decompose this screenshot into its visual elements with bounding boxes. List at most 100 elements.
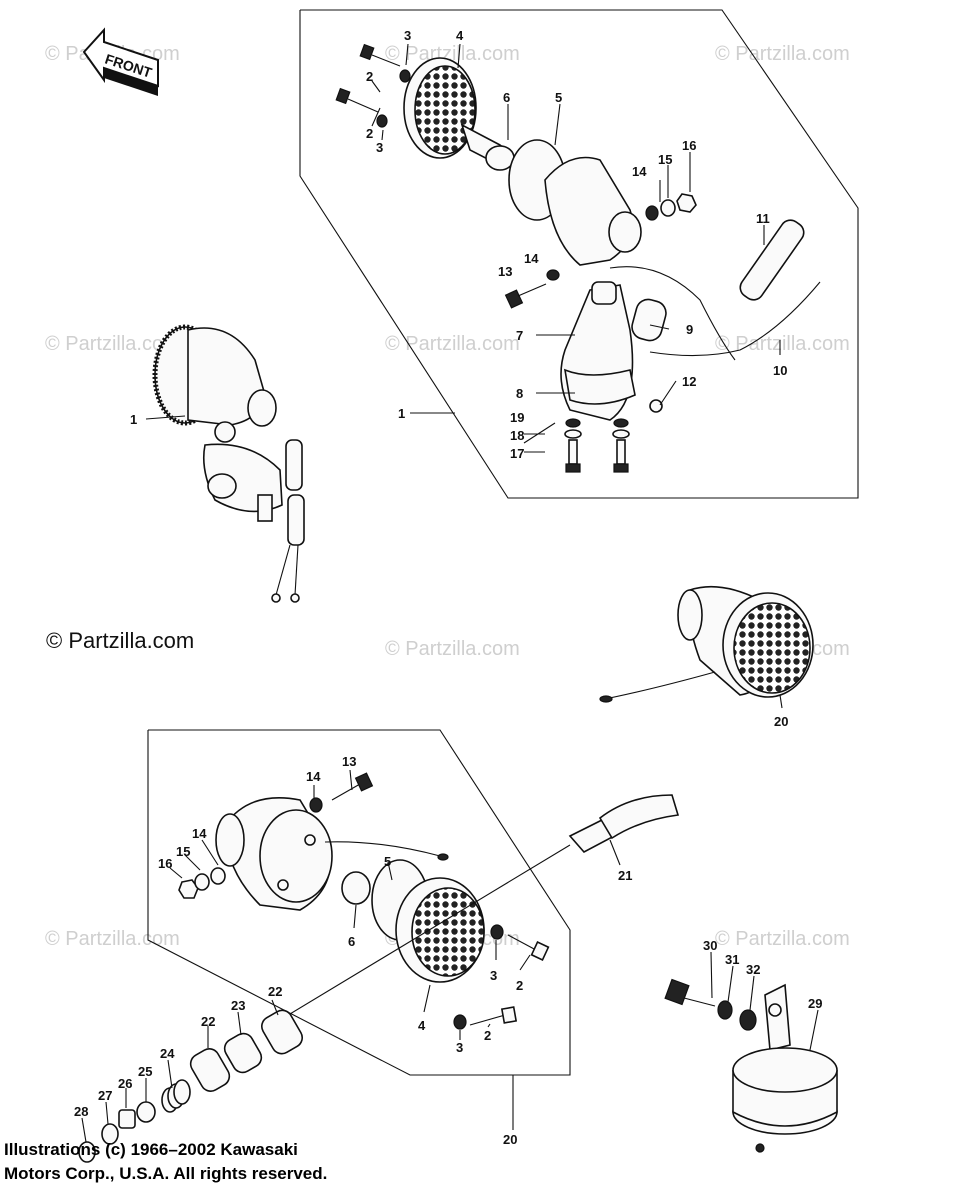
watermark: © Partzilla.com [715,333,850,355]
callout: 22 [201,1014,215,1029]
callout: 6 [503,90,510,105]
bolt-icon [504,283,547,309]
washer-icon [660,199,676,217]
callout: 20 [774,714,788,729]
bolt-icon [507,934,550,961]
nut-icon [178,879,199,899]
callout: 4 [418,1018,426,1033]
callout: 1 [398,406,405,421]
reflector-assembly [664,978,838,1153]
washer-icon [399,69,411,83]
rubber-tube-icon [739,219,805,301]
watermark: © Partzilla.com [385,638,520,660]
callout: 24 [160,1046,175,1061]
bolt-icon [469,1006,518,1026]
watermarks: © Partzilla.com © Partzilla.com © Partzi… [45,43,850,950]
callout: 4 [456,28,464,43]
washer-icon [210,867,226,885]
copyright-line-2: Motors Corp., U.S.A. All rights reserved… [4,1164,328,1183]
lens-icon [395,877,485,983]
top-assembly-boundary [299,9,859,499]
watermark-main: © Partzilla.com [46,628,194,653]
clamp-icon [563,368,636,405]
callout: 14 [632,164,647,179]
callout: 13 [498,264,512,279]
watermark: © Partzilla.com [385,43,520,65]
callout: 12 [682,374,696,389]
lens-icon [403,57,477,159]
washer-icon [118,1109,136,1129]
bolt-icon [664,978,690,1006]
callout: 3 [376,140,383,155]
callout: 18 [510,428,524,443]
spacer-icon [261,1009,303,1055]
callout: 10 [773,363,787,378]
callout: 23 [231,998,245,1013]
copyright-line-1: Illustrations (c) 1966–2002 Kawasaki [4,1140,298,1159]
callout: 3 [490,968,497,983]
bolt-icon [335,87,379,113]
washer-icon [490,924,504,940]
callout: 2 [484,1028,491,1043]
callout: 31 [725,952,739,967]
washer-icon [309,797,323,813]
washer-icon [717,1000,733,1020]
top-assembly [335,43,821,473]
leader-lines [81,43,819,1143]
callout: 16 [682,138,696,153]
callout: 27 [98,1088,112,1103]
spring-icon [161,1079,191,1113]
callout: 3 [456,1040,463,1055]
callouts-middle: 20 [774,714,788,729]
callout: 26 [118,1076,132,1091]
callouts-bottom: 2 2 3 3 4 5 6 13 14 14 15 16 20 21 22 22… [74,754,822,1147]
callout: 6 [348,934,355,949]
washer-icon [546,269,560,281]
washer-icon [194,873,210,891]
callout: 29 [808,996,822,1011]
signal-unit-20 [599,585,814,703]
callout: 25 [138,1064,152,1079]
bracket-icon [764,983,791,1052]
washer-icon [645,205,659,221]
callout: 9 [686,322,693,337]
callout: 5 [384,854,391,869]
callout: 14 [524,251,539,266]
callout: 15 [176,844,190,859]
callout: 14 [306,769,321,784]
callouts-top: 1 1 2 2 3 3 4 5 6 7 8 9 10 11 12 13 14 1… [130,28,787,461]
callout: 28 [74,1104,88,1119]
nut-icon [78,1141,96,1163]
washer-icon [376,114,388,128]
nut-icon [676,193,697,213]
callout: 5 [555,90,562,105]
callout: 7 [516,328,523,343]
callout: 22 [268,984,282,999]
callout: 3 [404,28,411,43]
washer-icon [136,1101,156,1123]
washer-icon [453,1014,467,1030]
bulb-icon [341,871,371,905]
bolt-icon [359,43,401,67]
bottom-assembly [78,772,680,1163]
watermark: © Partzilla.com [45,928,180,950]
callout: 2 [366,69,373,84]
callout: 2 [516,978,523,993]
callout: 13 [342,754,356,769]
bolt-icon [564,418,582,473]
watermark: © Partzilla.com [715,928,850,950]
callout: 19 [510,410,524,425]
washer-icon [739,1009,757,1031]
callout: 21 [618,868,632,883]
washer-icon [101,1123,119,1145]
callout: 14 [192,826,207,841]
bottom-assembly-boundary [147,729,571,1076]
watermark: © Partzilla.com [45,333,180,355]
watermark: © Partzilla.com [715,43,850,65]
callout: 17 [510,446,524,461]
bulb-icon [460,123,515,171]
callout: 15 [658,152,672,167]
callout: 16 [158,856,172,871]
